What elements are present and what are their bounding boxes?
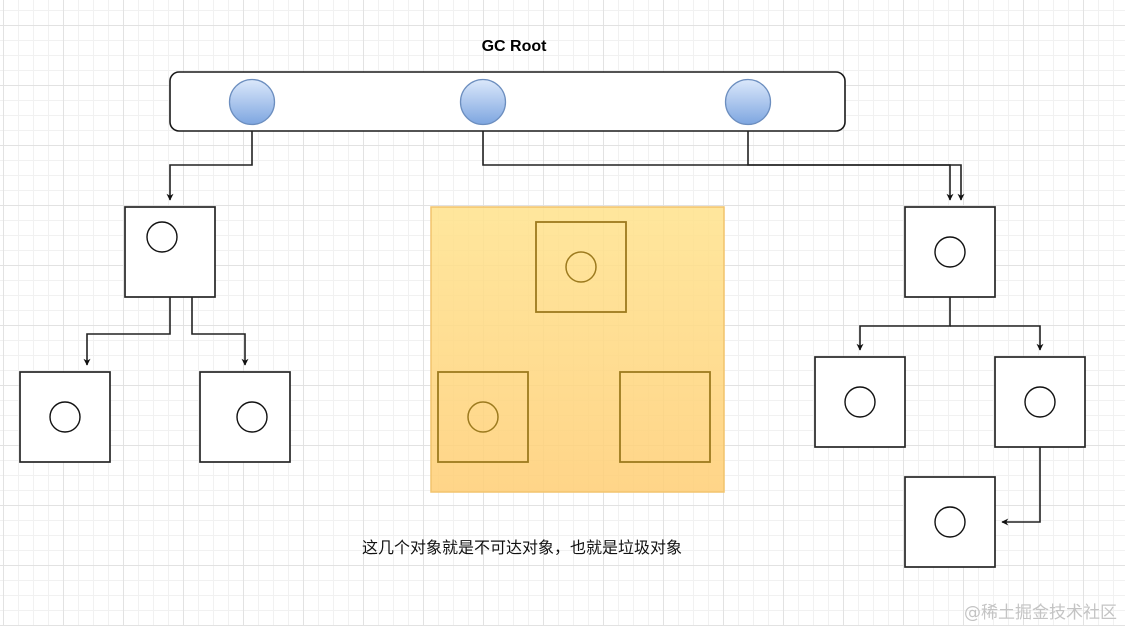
- reference-edge: [83, 297, 171, 366]
- watermark: @稀土掘金技术社区: [964, 603, 1117, 623]
- object-field-circle-icon: [934, 236, 966, 268]
- object-field-circle-icon: [146, 221, 178, 253]
- reference-edges: [83, 131, 1044, 526]
- gc-root-title: GC Root: [481, 38, 547, 55]
- unreachable-object: [535, 221, 627, 313]
- reference-edge: [482, 131, 965, 201]
- reachable-object: [814, 356, 906, 448]
- object-field-circle-icon: [236, 401, 268, 433]
- reachable-object: [904, 206, 996, 298]
- reference-edge: [747, 131, 954, 201]
- object-field-circle-icon: [1024, 386, 1056, 418]
- object-field-circle-icon: [49, 401, 81, 433]
- reference-edge: [166, 131, 253, 201]
- reachable-objects: [19, 206, 1086, 568]
- unreachable-caption: 这几个对象就是不可达对象，也就是垃圾对象: [362, 538, 683, 557]
- object-field-circle-icon: [467, 401, 499, 433]
- gc-root-box: [169, 71, 846, 132]
- object-field-circle-icon: [844, 386, 876, 418]
- gc-root-container: [169, 71, 846, 132]
- reference-edge: [191, 297, 249, 366]
- reference-edge: [950, 325, 1044, 351]
- reachable-object: [994, 356, 1086, 448]
- unreachable-area: [430, 206, 725, 493]
- gc-root-node: [228, 78, 276, 126]
- reachable-object: [124, 206, 216, 298]
- object-field-circle-icon: [934, 506, 966, 538]
- reference-edge: [1001, 447, 1041, 526]
- unreachable-region: [430, 206, 725, 493]
- unreachable-object: [619, 371, 711, 463]
- reachable-object: [199, 371, 291, 463]
- reachable-object: [904, 476, 996, 568]
- gc-root-node: [459, 78, 507, 126]
- object-field-circle-icon: [565, 251, 597, 283]
- gc-root-node: [724, 78, 772, 126]
- reference-edge: [856, 297, 951, 351]
- reachable-object: [19, 371, 111, 463]
- unreachable-object: [437, 371, 529, 463]
